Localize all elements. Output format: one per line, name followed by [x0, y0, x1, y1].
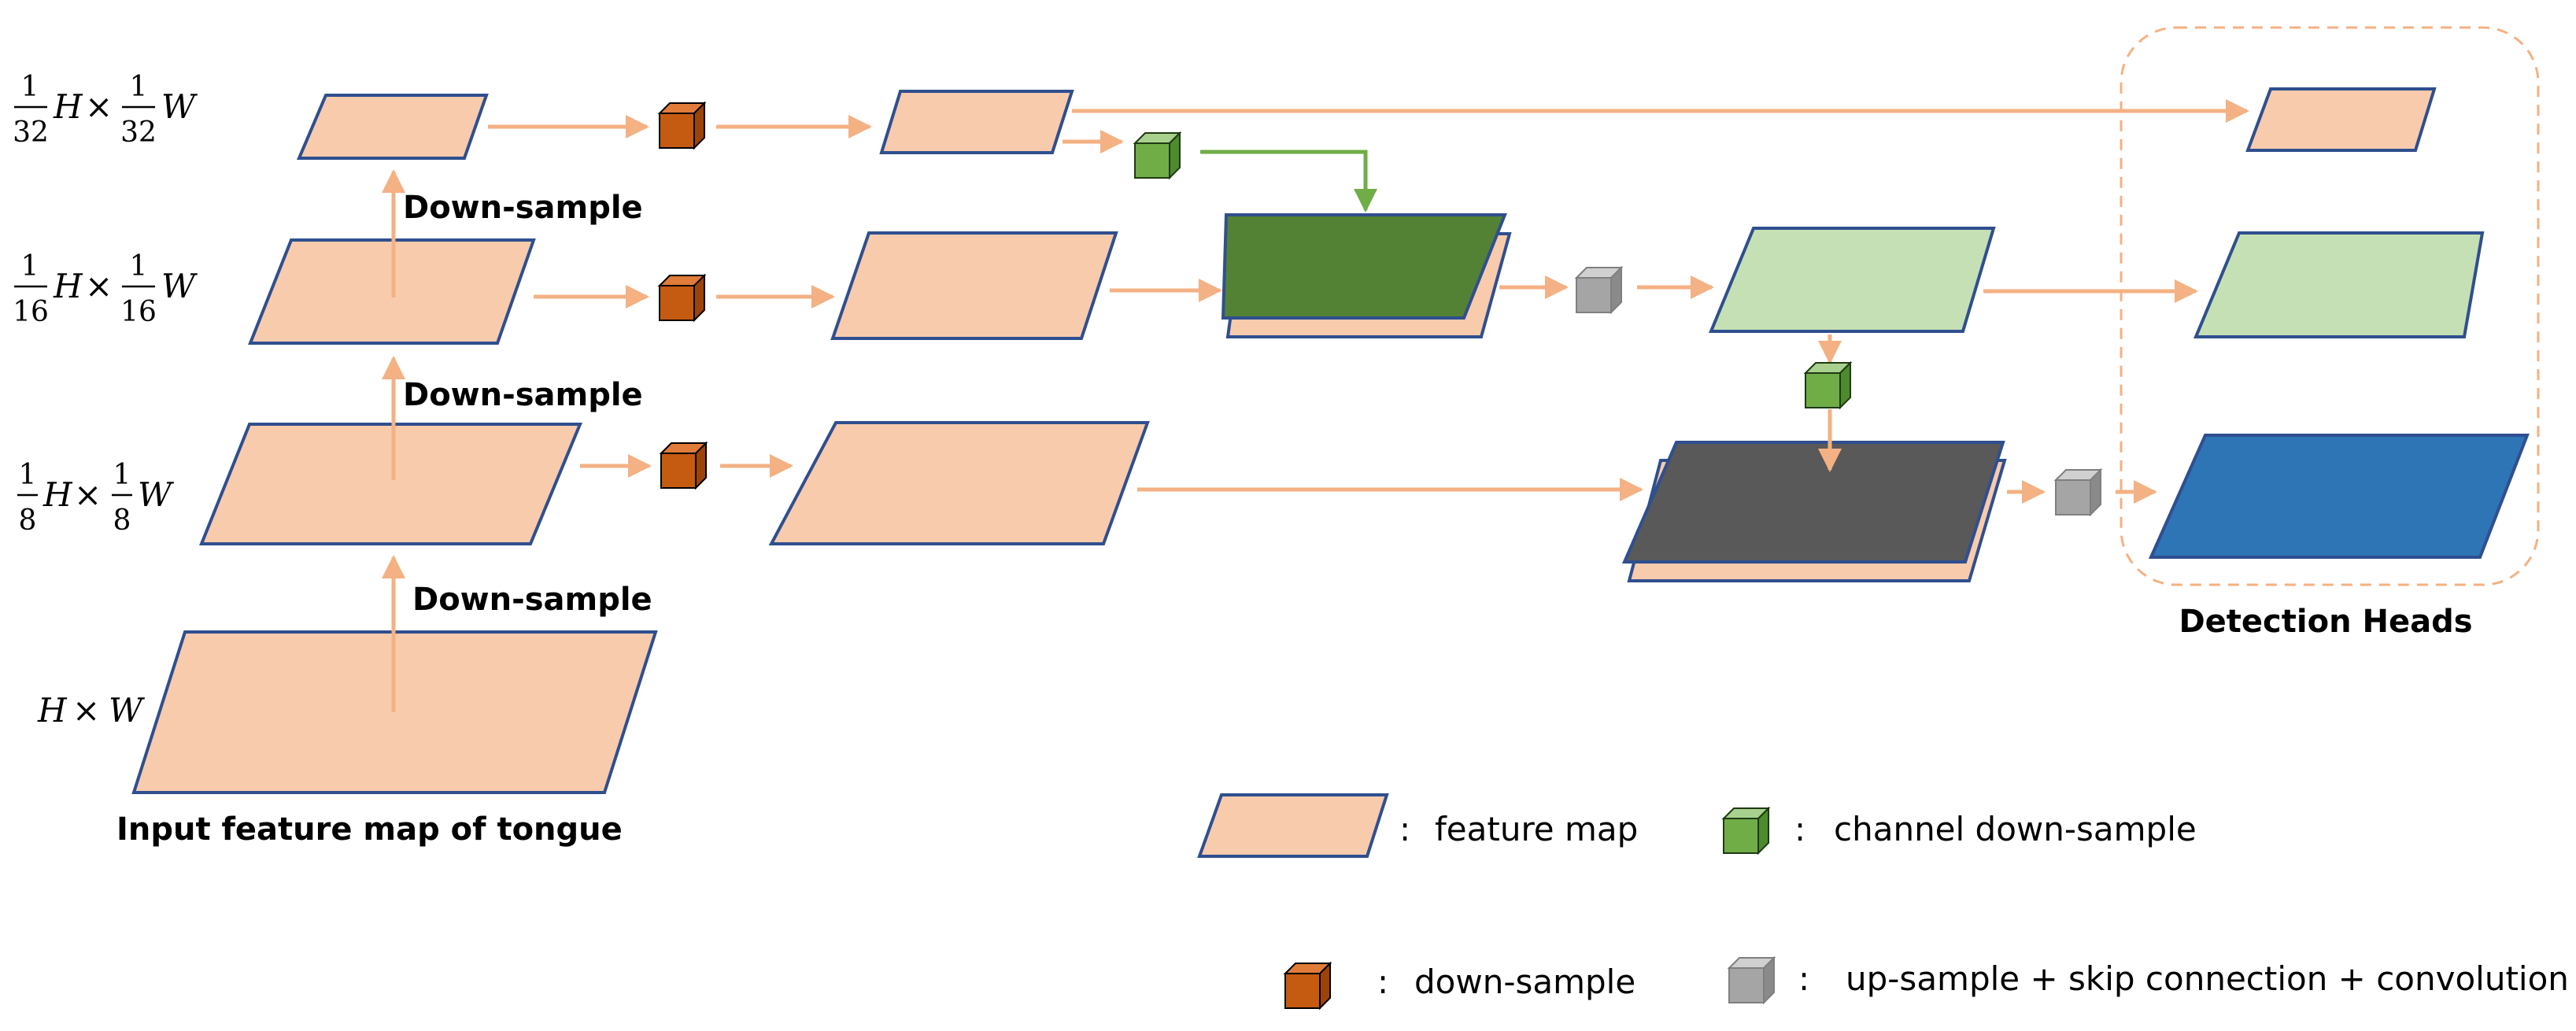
svg-text:H: H — [53, 87, 83, 126]
svg-text:W: W — [138, 475, 175, 514]
legend-sep: : — [1798, 959, 1809, 998]
feature-map-s32 — [296, 94, 489, 160]
downsample-cube-icon — [657, 273, 707, 323]
green-arrow-to-merge — [1200, 150, 1377, 212]
scale-label-s8: 1 8 H × 1 8 W — [17, 459, 175, 537]
scale-label-full: H × W — [37, 691, 146, 730]
downsample-label-top: Down-sample — [403, 190, 643, 226]
detection-heads-box — [2120, 26, 2540, 586]
legend-sep: : — [1377, 963, 1388, 1001]
feature-map-s8 — [199, 423, 582, 545]
channel-downsample-cube-icon — [1803, 360, 1853, 410]
svg-text:8: 8 — [113, 504, 131, 537]
svg-text:W: W — [161, 267, 198, 305]
legend-downsample-cube-icon — [1283, 961, 1332, 1011]
legend-channel-cube-icon — [1721, 806, 1771, 855]
svg-text:W: W — [109, 691, 146, 730]
detection-head-s32 — [2245, 87, 2437, 152]
legend-feature-map-label: feature map — [1435, 810, 1638, 848]
legend-downsample-label: down-sample — [1414, 963, 1635, 1001]
svg-text:×: × — [85, 87, 113, 126]
merge-map-s8-front — [1621, 441, 2005, 564]
feature-map-s32-out — [879, 90, 1074, 154]
svg-text:1: 1 — [113, 459, 131, 491]
detection-head-s16 — [2193, 231, 2485, 338]
feature-map-s16-out — [830, 231, 1118, 340]
upsample-cube-icon — [2053, 467, 2103, 517]
svg-text:32: 32 — [120, 116, 157, 149]
downsample-cube-icon — [659, 441, 708, 490]
svg-text:32: 32 — [13, 116, 49, 149]
svg-text:1: 1 — [21, 250, 39, 283]
upsample-cube-icon — [1574, 265, 1624, 315]
svg-text:1: 1 — [19, 459, 37, 491]
result-map-s16 — [1709, 227, 1996, 333]
detection-heads-label: Detection Heads — [2179, 604, 2472, 640]
svg-text:×: × — [74, 475, 102, 514]
svg-text:16: 16 — [120, 296, 157, 328]
detection-head-s8 — [2148, 434, 2530, 559]
svg-text:1: 1 — [21, 71, 39, 103]
legend-sep: : — [1399, 810, 1410, 848]
input-caption: Input feature map of tongue — [116, 811, 623, 848]
legend-feature-map-icon — [1197, 793, 1389, 858]
scale-label-s32: 1 32 H × 1 32 W — [13, 71, 198, 149]
svg-text:H: H — [43, 475, 73, 514]
legend-channel-downsample-label: channel down-sample — [1834, 810, 2197, 848]
downsample-label-bottom: Down-sample — [412, 582, 652, 618]
svg-text:H: H — [53, 267, 83, 305]
svg-text:W: W — [161, 87, 198, 126]
svg-text:16: 16 — [13, 296, 49, 328]
svg-text:H: H — [37, 691, 68, 730]
svg-text:×: × — [85, 267, 113, 305]
channel-downsample-cube-icon — [1133, 131, 1182, 180]
svg-text:×: × — [72, 691, 100, 730]
svg-text:1: 1 — [130, 71, 148, 103]
legend: : feature map : channel down-sample : do… — [1197, 793, 2569, 1011]
downsample-cube-icon — [657, 101, 707, 150]
downsample-label-mid: Down-sample — [403, 377, 643, 413]
legend-upsample-cube-icon — [1727, 955, 1776, 1005]
merge-map-s16-front — [1221, 213, 1507, 320]
svg-text:1: 1 — [130, 250, 148, 283]
legend-sep: : — [1794, 810, 1805, 848]
legend-upsample-label: up-sample + skip connection + convolutio… — [1846, 959, 2569, 998]
feature-map-s8-out — [768, 421, 1150, 545]
svg-text:8: 8 — [19, 504, 37, 537]
scale-label-s16: 1 16 H × 1 16 W — [13, 250, 198, 328]
